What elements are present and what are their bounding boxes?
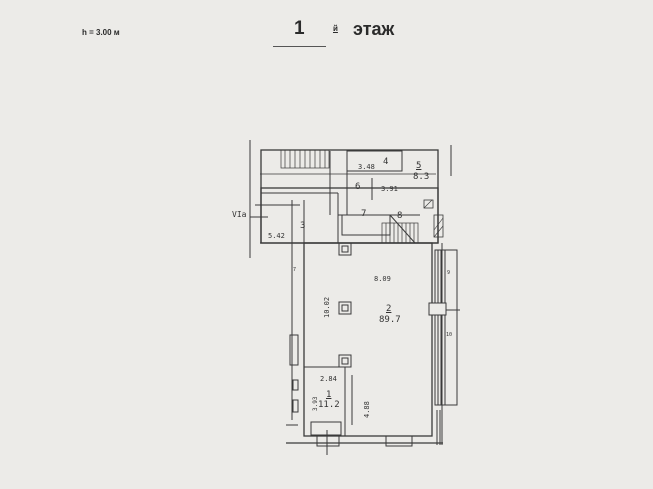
ceiling-height-label: h = 3.00 м <box>82 28 120 37</box>
room-7-number: 7 <box>361 209 367 219</box>
room-5-number: 5 <box>416 161 422 171</box>
room-1-dimension-width: 2.84 <box>320 375 337 383</box>
room-4-dimension: 3.48 <box>358 163 375 171</box>
floor-number: 1 <box>294 18 305 39</box>
floor-number-underline <box>273 46 326 47</box>
room-1-area: 11.2 <box>318 400 340 410</box>
room-3-dimension: 5.42 <box>268 232 285 240</box>
room-5-area: 8.3 <box>413 172 430 182</box>
room-6-dimension: 3.91 <box>381 185 398 193</box>
floor-title: этаж <box>353 19 395 39</box>
room-2-dimension-length: 10.02 <box>323 296 331 318</box>
room-1-number: 1 <box>326 390 332 400</box>
room-2-dimension-width: 8.09 <box>374 275 391 283</box>
room-1-dimension-length: 4.88 <box>363 401 371 418</box>
room-6-number: 6 <box>355 182 361 192</box>
floor-suffix: й <box>333 24 338 33</box>
room-9-number: 9 <box>447 270 451 276</box>
room-3-number: 3 <box>300 221 306 231</box>
room-4-number: 4 <box>383 157 389 167</box>
room-2-area: 89.7 <box>379 315 401 325</box>
axis-label: VIa <box>232 210 247 219</box>
room-10-number: 10 <box>446 332 453 338</box>
room-1-dimension-depth: 3.93 <box>312 396 319 411</box>
room-2-number: 2 <box>386 304 392 314</box>
side-mark: 7 <box>293 267 297 273</box>
room-8-number: 8 <box>397 211 403 221</box>
